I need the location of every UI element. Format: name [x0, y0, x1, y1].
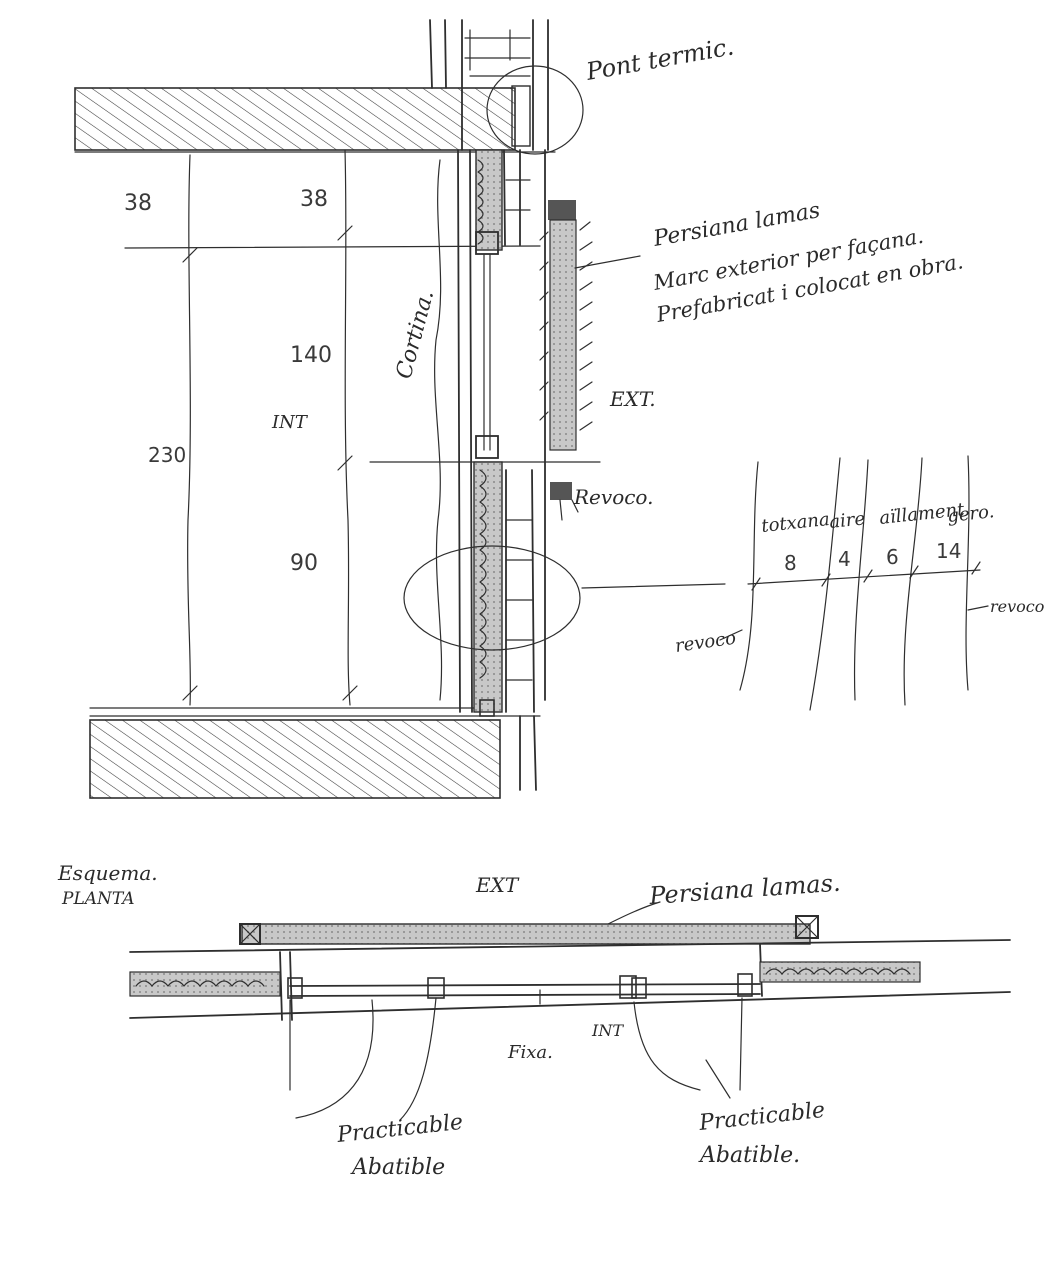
wall-detail: totxana aire aïllament gero. 8 4 6 14 re…: [674, 455, 1044, 711]
layer-block-thickness: 14: [936, 539, 961, 563]
plan-exterior-label: EXT: [475, 873, 520, 897]
detail-leader: [581, 583, 726, 589]
exterior-label: EXT.: [609, 387, 656, 411]
section-drawing: Pont termic. Persiana lamas Marc exterio…: [74, 19, 965, 799]
plan-right-leaf-label-1: Practicable: [697, 1098, 826, 1136]
layer-block-label: gero.: [946, 501, 995, 527]
bottom-slab: [89, 719, 501, 799]
layer-air-label: aire: [828, 508, 866, 533]
parapet-detail-circle: [403, 545, 581, 651]
dim-window: 140: [290, 343, 332, 368]
plan-drawing: Esquema. PLANTA EXT Persiana lamas.: [57, 861, 1011, 1180]
exterior-shutter: [539, 200, 593, 521]
render-label: Revoco.: [573, 485, 653, 509]
plan-left-leaf-label-2: Abatible: [350, 1155, 445, 1180]
render-right-label: revoco: [990, 597, 1044, 616]
render-left-label: revoco: [674, 628, 738, 657]
curtain-line: [434, 159, 443, 701]
dim-line-left: [186, 154, 192, 706]
dim-total: 230: [148, 443, 186, 467]
thermal-bridge-label: Pont termic.: [583, 32, 736, 86]
plan-left-leaf-label-1: Practicable: [335, 1110, 464, 1148]
interior-label: INT: [271, 412, 309, 433]
plan-right-leaf-label-2: Abatible.: [698, 1143, 800, 1168]
dim-top-right: 38: [300, 187, 328, 212]
plan-shutter-label: Persiana lamas.: [647, 869, 841, 910]
layer-air-thickness: 4: [838, 547, 851, 571]
dim-parapet: 90: [290, 551, 318, 576]
window-frame: [457, 149, 546, 791]
plan-subtitle: PLANTA: [61, 889, 135, 909]
upper-wall: [429, 19, 584, 155]
dim-line-right: [344, 149, 351, 706]
floor-line: [89, 707, 541, 717]
dim-top-left: 38: [124, 191, 152, 216]
top-slab: [74, 87, 516, 151]
layer-dim-line: [747, 569, 981, 585]
plan-interior-label: INT: [591, 1021, 624, 1040]
plan-fixed-label: Fixa.: [507, 1042, 553, 1063]
layer-brick-thickness: 8: [784, 551, 797, 575]
layer-brick-label: totxana: [760, 509, 830, 537]
plan-shutter-bar: [241, 923, 811, 945]
curtain-label: Cortina.: [392, 287, 440, 381]
plan-title: Esquema.: [57, 861, 158, 885]
thermal-bridge-circle: [486, 65, 584, 155]
layer-insulation-thickness: 6: [886, 545, 899, 569]
shutter-label-line-1: Persiana lamas: [651, 198, 822, 252]
